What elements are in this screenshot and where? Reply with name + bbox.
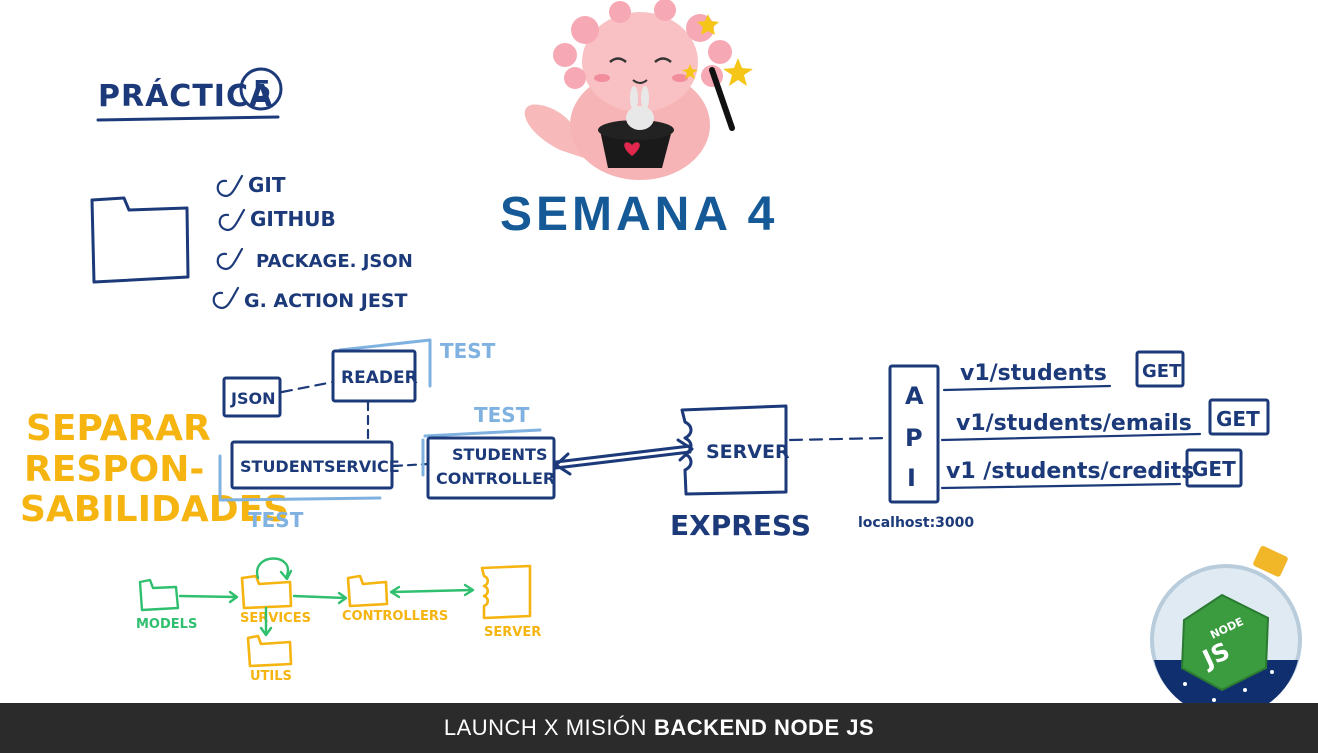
practice-title: PRÁCTICA — [98, 78, 273, 114]
checklist-item: PACKAGE. JSON — [256, 251, 413, 272]
check-icon — [216, 174, 244, 198]
test-label: TEST — [248, 508, 304, 532]
svg-text:SABILIDADES: SABILIDADES — [20, 489, 289, 530]
api-letter: P — [905, 424, 923, 452]
folder-icon — [240, 574, 293, 610]
folder-label: SERVER — [484, 625, 541, 640]
folder-label: UTILS — [250, 669, 292, 684]
method-badge — [1135, 350, 1185, 388]
host-label: localhost:3000 — [858, 515, 974, 531]
endpoint-method: GET — [1142, 361, 1182, 382]
server-box — [680, 404, 788, 496]
practice-number: 5 — [253, 76, 271, 106]
check-icon — [216, 247, 244, 271]
architecture-diagram: JSON READER TEST STUDENTSERVICE TEST STU… — [218, 338, 1270, 542]
reader-box — [331, 349, 417, 403]
method-badge — [1185, 448, 1243, 488]
folder-icon — [346, 574, 389, 608]
checklist-item: G. ACTION JEST — [244, 290, 408, 312]
folder-label: SERVICES — [240, 611, 311, 626]
svg-text:RESPON-: RESPON- — [24, 449, 204, 490]
axolotl-mascot-illustration — [524, 0, 753, 180]
title-underline — [96, 115, 280, 122]
endpoint-method: GET — [1216, 407, 1260, 431]
check-icon — [212, 286, 240, 310]
controller-box — [426, 436, 556, 500]
practice-number-circle — [239, 67, 283, 111]
folder-label: MODELS — [136, 617, 197, 632]
api-letter: A — [905, 382, 924, 410]
test-label: TEST — [474, 403, 530, 427]
footer-prefix: LAUNCH X MISIÓN — [443, 715, 647, 740]
json-label: JSON — [230, 389, 275, 408]
node-js-potion-logo: NODE JS — [1150, 546, 1302, 717]
server-label: SERVER — [706, 441, 790, 463]
method-badge — [1208, 398, 1270, 436]
checklist: GIT GITHUB PACKAGE. JSON G. ACTION JEST — [212, 173, 413, 312]
svg-text:CONTROLLER: CONTROLLER — [436, 469, 555, 488]
footer-bold: BACKEND NODE JS — [653, 715, 875, 740]
svg-text:SEPARAR: SEPARAR — [26, 408, 211, 449]
api-letter: I — [907, 464, 916, 492]
checklist-item: GIT — [248, 173, 286, 197]
folder-icon — [138, 578, 180, 612]
reader-label: READER — [341, 368, 418, 388]
student-service-box — [230, 440, 394, 490]
server-folder-icon — [480, 564, 532, 620]
express-label: EXPRESS — [670, 509, 811, 542]
controller-server-arrow — [554, 438, 694, 476]
endpoint-path: v1/students — [960, 361, 1107, 386]
svg-text:STUDENTS: STUDENTS — [452, 445, 547, 464]
folder-label: CONTROLLERS — [342, 609, 448, 624]
checklist-item: GITHUB — [250, 207, 336, 231]
endpoint-method: GET — [1192, 457, 1236, 481]
footer-banner: LAUNCH X MISIÓN BACKEND NODE JS — [0, 703, 1318, 753]
json-box — [222, 376, 282, 418]
week-title: SEMANA 4 — [500, 188, 778, 241]
api-box — [888, 364, 940, 504]
student-service-label: STUDENTSERVICE — [240, 457, 400, 476]
folder-icon — [246, 634, 293, 668]
endpoint-path: v1 /students/credits — [946, 459, 1194, 484]
test-label: TEST — [440, 339, 496, 363]
responsibilities-note: SEPARAR RESPON- SABILIDADES — [20, 408, 289, 530]
folder-icon — [90, 196, 190, 284]
check-icon — [218, 208, 246, 232]
folder-structure-diagram: MODELS SERVICES CONTROLLERS SERVER UTILS — [136, 557, 541, 684]
endpoint-path: v1/students/emails — [956, 411, 1192, 436]
